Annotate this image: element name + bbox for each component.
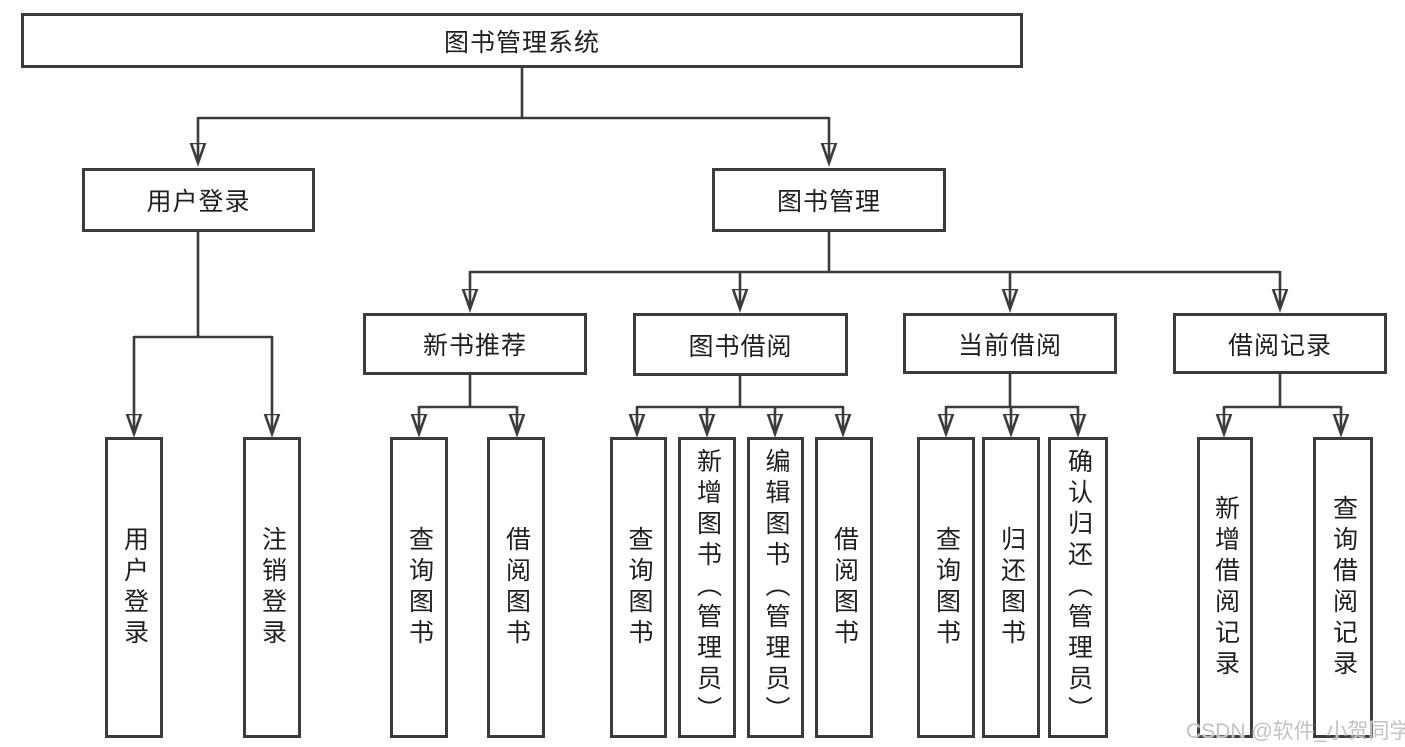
- leaf-records-query-borrow-record: 查询借阅记录: [1313, 437, 1373, 738]
- node-borrow-records: 借阅记录: [1173, 313, 1387, 374]
- node-new-book-recommend: 新书推荐: [363, 313, 587, 375]
- node-current-borrowing: 当前借阅: [903, 313, 1117, 374]
- leaf-borrowing-add-books-admin: 新增图书（管理员）: [678, 437, 736, 738]
- leaf-logout: 注销登录: [243, 437, 301, 738]
- leaf-borrowing-query-books: 查询图书: [610, 437, 667, 738]
- leaf-records-add-borrow-record: 新增借阅记录: [1197, 437, 1253, 738]
- leaf-current-return-books: 归还图书: [982, 437, 1040, 738]
- node-user-login: 用户登录: [82, 168, 315, 232]
- node-library-management-system: 图书管理系统: [21, 13, 1023, 68]
- leaf-newbook-borrow-books: 借阅图书: [487, 437, 545, 738]
- leaf-borrowing-borrow-books: 借阅图书: [815, 437, 873, 738]
- leaf-user-login: 用户登录: [105, 437, 163, 738]
- node-book-borrowing: 图书借阅: [633, 313, 848, 376]
- leaf-newbook-query-books: 查询图书: [390, 437, 448, 738]
- csdn-watermark: CSDN @软件_小贺同学: [1186, 720, 1405, 743]
- leaf-current-query-books: 查询图书: [917, 437, 975, 738]
- node-book-management: 图书管理: [712, 168, 946, 232]
- leaf-borrowing-edit-books-admin: 编辑图书（管理员）: [747, 437, 804, 738]
- leaf-current-confirm-return-admin: 确认归还（管理员）: [1048, 437, 1108, 738]
